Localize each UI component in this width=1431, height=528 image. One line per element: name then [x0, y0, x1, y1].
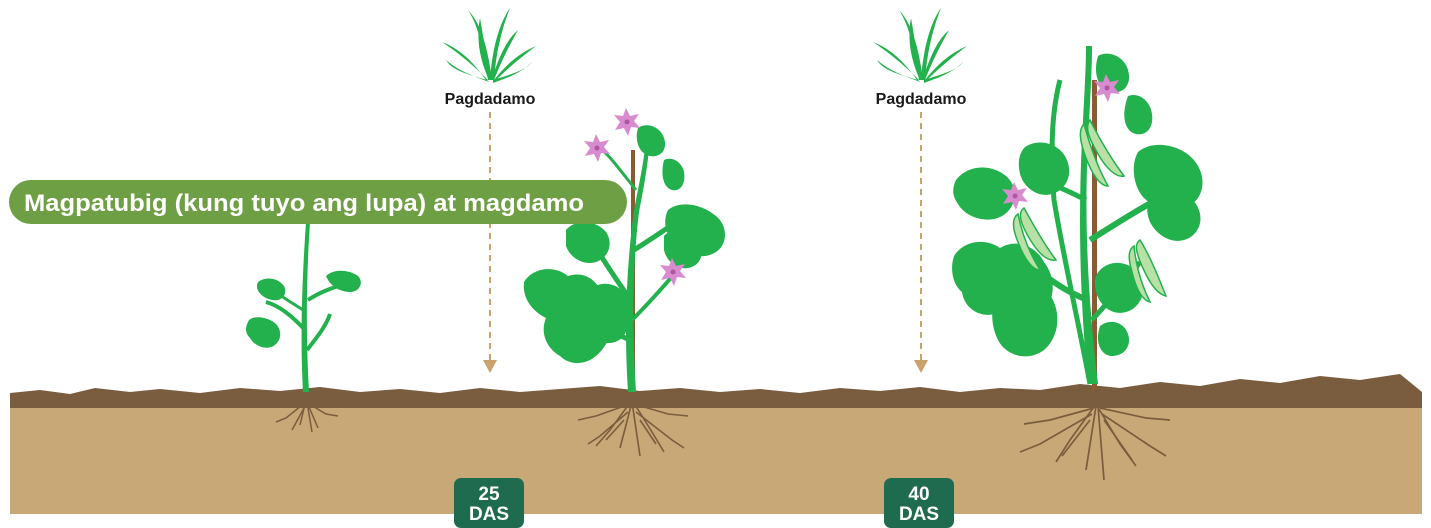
- grass-tuft-icon: [873, 8, 967, 83]
- soil-body: [10, 402, 1422, 514]
- soil-surface: [10, 374, 1422, 408]
- day-marker-number: 25: [478, 484, 500, 505]
- day-marker-number: 40: [908, 484, 929, 505]
- weeding-label: Pagdadamo: [876, 91, 967, 108]
- instruction-banner: Magpatubig (kung tuyo ang lupa) at magda…: [9, 180, 627, 224]
- weeding-arrow-2: [914, 112, 928, 373]
- grass-tuft-icon: [442, 8, 536, 83]
- day-marker-25: 25 DAS: [454, 478, 524, 528]
- day-marker-40: 40 DAS: [884, 478, 954, 528]
- weeding-arrow-1: [483, 112, 497, 373]
- day-marker-unit: DAS: [899, 504, 939, 525]
- day-marker-unit: DAS: [469, 504, 509, 525]
- instruction-banner-text: Magpatubig (kung tuyo ang lupa) at magda…: [24, 190, 584, 217]
- weeding-label: Pagdadamo: [445, 91, 536, 108]
